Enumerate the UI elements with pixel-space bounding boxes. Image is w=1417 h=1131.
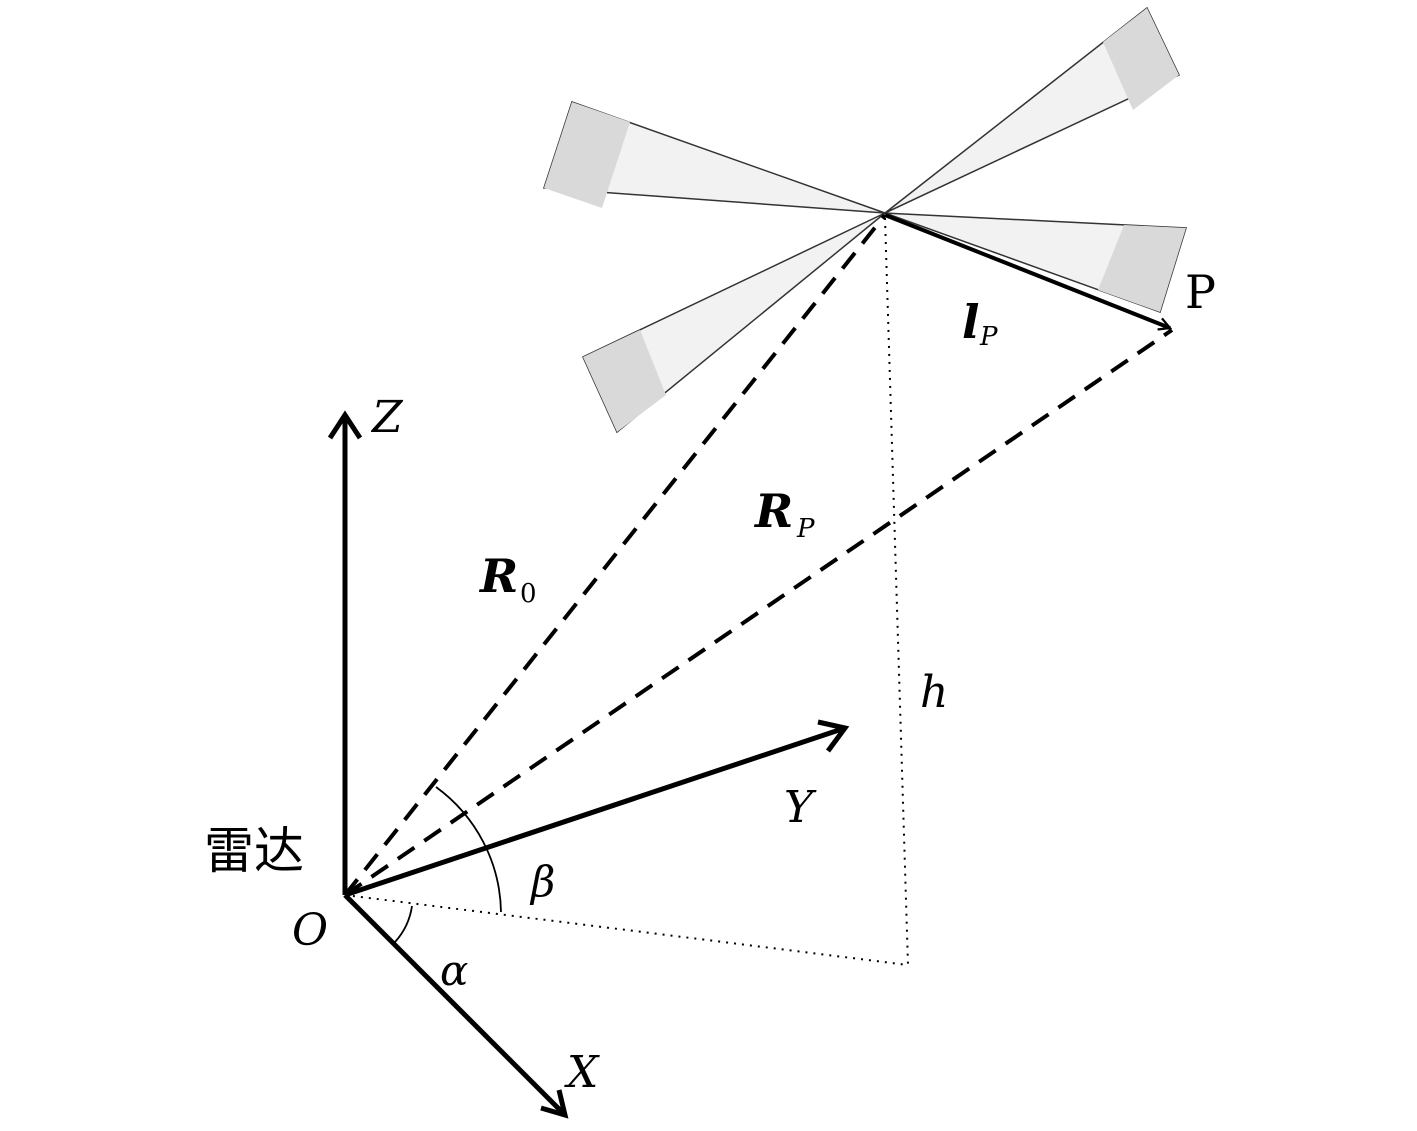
y-axis-arrowhead (817, 719, 850, 753)
r0-vector-label: R 0 (478, 549, 537, 609)
projection-lines (344, 217, 909, 966)
y-axis-arrow (344, 725, 846, 898)
alpha-label: α (440, 946, 468, 995)
svg-text:P: P (796, 514, 815, 544)
lp-vector-label: l P (962, 295, 998, 352)
rotor-blade-lower-right (884, 212, 1188, 313)
range-vectors (343, 213, 1174, 897)
ground-projection-line (344, 894, 909, 966)
rp-dashed-line (343, 328, 1174, 897)
r0-dashed-line (343, 213, 887, 897)
z-axis-arrowhead (327, 410, 363, 440)
height-dotted-line (884, 217, 909, 966)
rotor-blade-upper-right (884, 6, 1181, 214)
x-axis-arrowhead (540, 1089, 569, 1119)
origin-label: O (292, 905, 328, 956)
svg-text:R: R (753, 484, 793, 538)
alpha-angle-arc (394, 905, 413, 943)
svg-text:0: 0 (520, 579, 537, 609)
lp-vector-arrow (884, 213, 1170, 328)
beta-label: β (529, 857, 555, 906)
svg-text:R: R (478, 549, 518, 603)
svg-text:P: P (979, 322, 998, 352)
radar-label: 雷达 (204, 822, 304, 880)
svg-text:l: l (962, 295, 979, 349)
x-axis-label: X (564, 1047, 600, 1098)
point-p-label: P (1185, 265, 1216, 319)
labels: Z Y X O 雷达 α β h P R 0 R P l P (204, 265, 1216, 1098)
rp-vector-label: R P (753, 484, 815, 544)
rotor-blades (542, 6, 1188, 434)
height-label: h (920, 667, 948, 718)
rotor-blade-lower-left (582, 212, 886, 434)
rotor-blade-upper-left (542, 101, 886, 214)
coordinate-axes (327, 410, 850, 1119)
y-axis-label: Y (784, 782, 817, 833)
z-axis-label: Z (370, 392, 404, 443)
x-axis-arrow (343, 893, 567, 1117)
beta-angle-arc (435, 786, 502, 913)
